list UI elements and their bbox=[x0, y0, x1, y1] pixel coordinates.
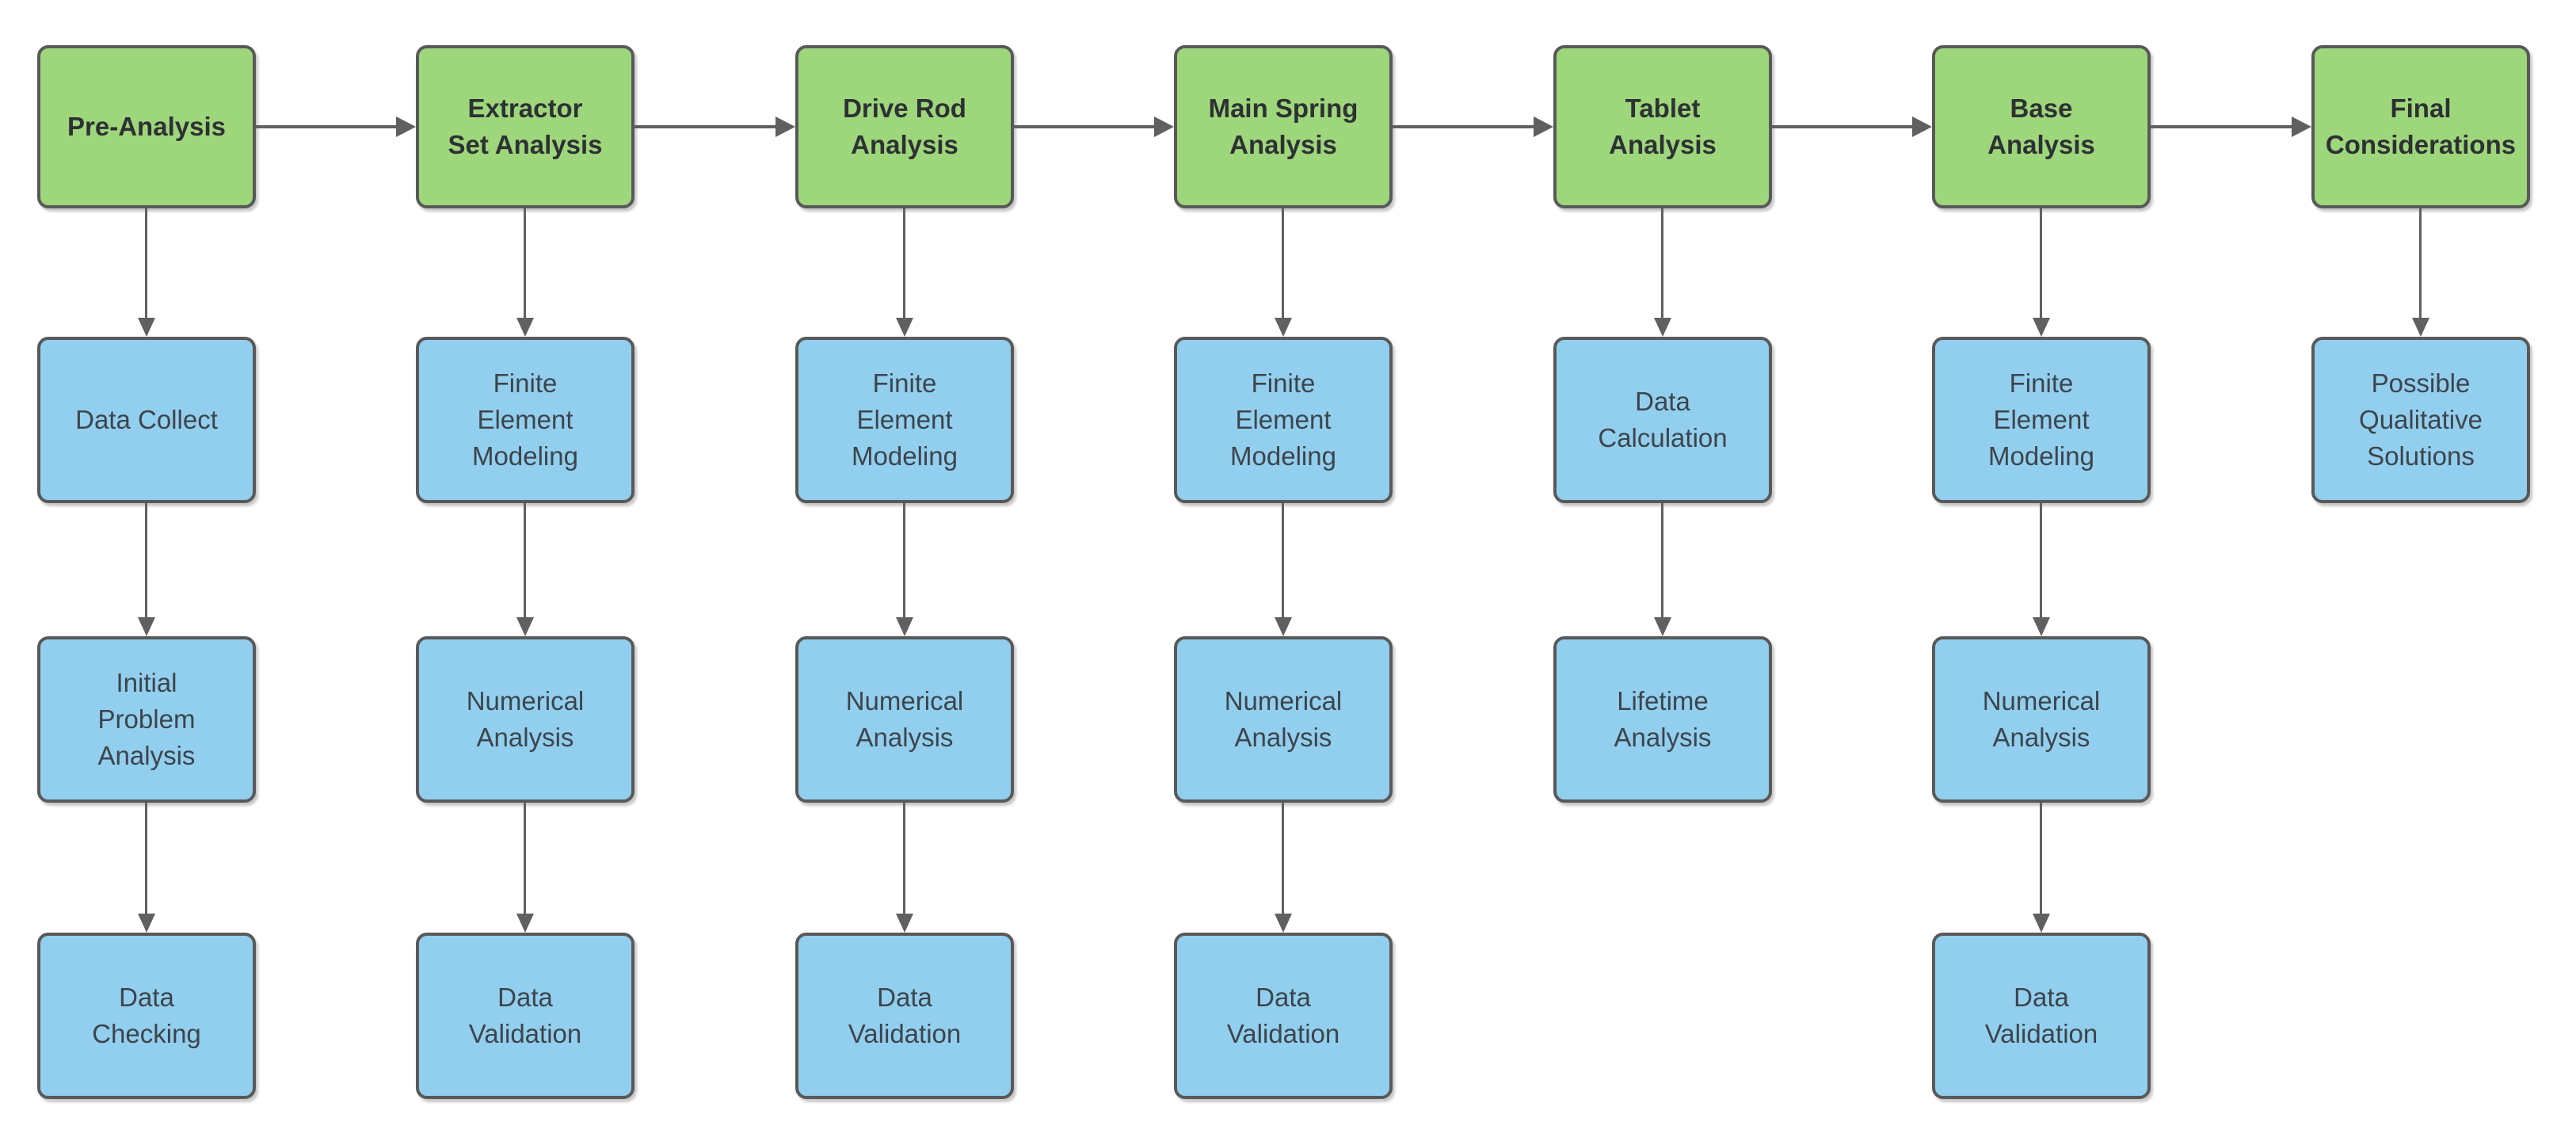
node-data-validation-4[interactable]: Data Validation bbox=[1932, 933, 2151, 1099]
node-data-calculation[interactable]: Data Calculation bbox=[1553, 337, 1772, 503]
connector-col6-v1-arrowhead-icon bbox=[2033, 318, 2050, 337]
connector-col6-v1-line bbox=[2040, 208, 2042, 319]
node-numerical-analysis-2[interactable]: Numerical Analysis bbox=[795, 636, 1014, 803]
connector-driverod-to-mainspring-arrowhead-icon bbox=[1154, 116, 1174, 137]
node-lifetime-analysis[interactable]: Lifetime Analysis bbox=[1553, 636, 1772, 803]
connector-col7-v1-arrowhead-icon bbox=[2412, 318, 2429, 337]
connector-col2-v2-line bbox=[524, 503, 526, 619]
node-finite-element-modeling-3[interactable]: Finite Element Modeling bbox=[1174, 337, 1393, 503]
node-data-validation-3[interactable]: Data Validation bbox=[1174, 933, 1393, 1099]
connector-base-to-final-arrowhead-icon bbox=[2292, 116, 2311, 137]
connector-col4-v3-arrowhead-icon bbox=[1275, 914, 1292, 933]
connector-col6-v3-line bbox=[2040, 803, 2042, 915]
node-numerical-analysis-3[interactable]: Numerical Analysis bbox=[1174, 636, 1393, 803]
connector-col5-v2-line bbox=[1661, 503, 1663, 619]
node-data-validation-1[interactable]: Data Validation bbox=[416, 933, 634, 1099]
connector-col4-v2-line bbox=[1282, 503, 1284, 619]
connector-col3-v2-line bbox=[903, 503, 905, 619]
node-main-spring-analysis[interactable]: Main Spring Analysis bbox=[1174, 45, 1393, 208]
connector-col3-v2-arrowhead-icon bbox=[896, 617, 913, 636]
connector-tablet-to-base-arrowhead-icon bbox=[1912, 116, 1932, 137]
connector-base-to-final-line bbox=[2151, 125, 2294, 128]
connector-tablet-to-base-line bbox=[1772, 125, 1915, 128]
connector-col1-v1-arrowhead-icon bbox=[138, 318, 155, 337]
node-drive-rod-analysis[interactable]: Drive Rod Analysis bbox=[795, 45, 1014, 208]
connector-col4-v2-arrowhead-icon bbox=[1275, 617, 1292, 636]
connector-col6-v2-line bbox=[2040, 503, 2042, 619]
connector-col1-v3-arrowhead-icon bbox=[138, 914, 155, 933]
node-extractor-set-analysis[interactable]: Extractor Set Analysis bbox=[416, 45, 634, 208]
node-data-validation-2[interactable]: Data Validation bbox=[795, 933, 1014, 1099]
connector-col7-v1-line bbox=[2419, 208, 2422, 319]
connector-mainspring-to-tablet-arrowhead-icon bbox=[1534, 116, 1553, 137]
connector-col6-v2-arrowhead-icon bbox=[2033, 617, 2050, 636]
connector-col1-v3-line bbox=[145, 803, 147, 915]
connector-col1-v2-arrowhead-icon bbox=[138, 617, 155, 636]
connector-col1-v2-line bbox=[145, 503, 147, 619]
node-data-checking[interactable]: Data Checking bbox=[37, 933, 256, 1099]
node-data-collect[interactable]: Data Collect bbox=[37, 337, 256, 503]
connector-col3-v1-arrowhead-icon bbox=[896, 318, 913, 337]
node-possible-qualitative-solutions[interactable]: Possible Qualitative Solutions bbox=[2311, 337, 2530, 503]
connector-col2-v3-line bbox=[524, 803, 526, 915]
node-initial-problem-analysis[interactable]: Initial Problem Analysis bbox=[37, 636, 256, 803]
connector-col3-v3-arrowhead-icon bbox=[896, 914, 913, 933]
connector-col4-v1-line bbox=[1282, 208, 1284, 319]
connector-col5-v2-arrowhead-icon bbox=[1654, 617, 1671, 636]
connector-col2-v2-arrowhead-icon bbox=[516, 617, 534, 636]
connector-col5-v1-line bbox=[1661, 208, 1663, 319]
connector-col1-v1-line bbox=[145, 208, 147, 319]
node-finite-element-modeling-1[interactable]: Finite Element Modeling bbox=[416, 337, 634, 503]
connector-pre-to-extractor-line bbox=[256, 125, 398, 128]
node-numerical-analysis-1[interactable]: Numerical Analysis bbox=[416, 636, 634, 803]
node-final-considerations[interactable]: Final Considerations bbox=[2311, 45, 2530, 208]
node-tablet-analysis[interactable]: Tablet Analysis bbox=[1553, 45, 1772, 208]
node-finite-element-modeling-4[interactable]: Finite Element Modeling bbox=[1932, 337, 2151, 503]
connector-col2-v1-arrowhead-icon bbox=[516, 318, 534, 337]
connector-driverod-to-mainspring-line bbox=[1014, 125, 1157, 128]
connector-extractor-to-driverod-arrowhead-icon bbox=[775, 116, 795, 137]
connector-col4-v3-line bbox=[1282, 803, 1284, 915]
connector-col2-v3-arrowhead-icon bbox=[516, 914, 534, 933]
node-pre-analysis[interactable]: Pre-Analysis bbox=[37, 45, 256, 208]
node-finite-element-modeling-2[interactable]: Finite Element Modeling bbox=[795, 337, 1014, 503]
node-base-analysis[interactable]: Base Analysis bbox=[1932, 45, 2151, 208]
connector-mainspring-to-tablet-line bbox=[1393, 125, 1536, 128]
node-numerical-analysis-4[interactable]: Numerical Analysis bbox=[1932, 636, 2151, 803]
connector-pre-to-extractor-arrowhead-icon bbox=[396, 116, 416, 137]
connector-col2-v1-line bbox=[524, 208, 526, 319]
connector-extractor-to-driverod-line bbox=[634, 125, 778, 128]
connector-col3-v3-line bbox=[903, 803, 905, 915]
connector-col3-v1-line bbox=[903, 208, 905, 319]
connector-col6-v3-arrowhead-icon bbox=[2033, 914, 2050, 933]
connector-col4-v1-arrowhead-icon bbox=[1275, 318, 1292, 337]
connector-col5-v1-arrowhead-icon bbox=[1654, 318, 1671, 337]
